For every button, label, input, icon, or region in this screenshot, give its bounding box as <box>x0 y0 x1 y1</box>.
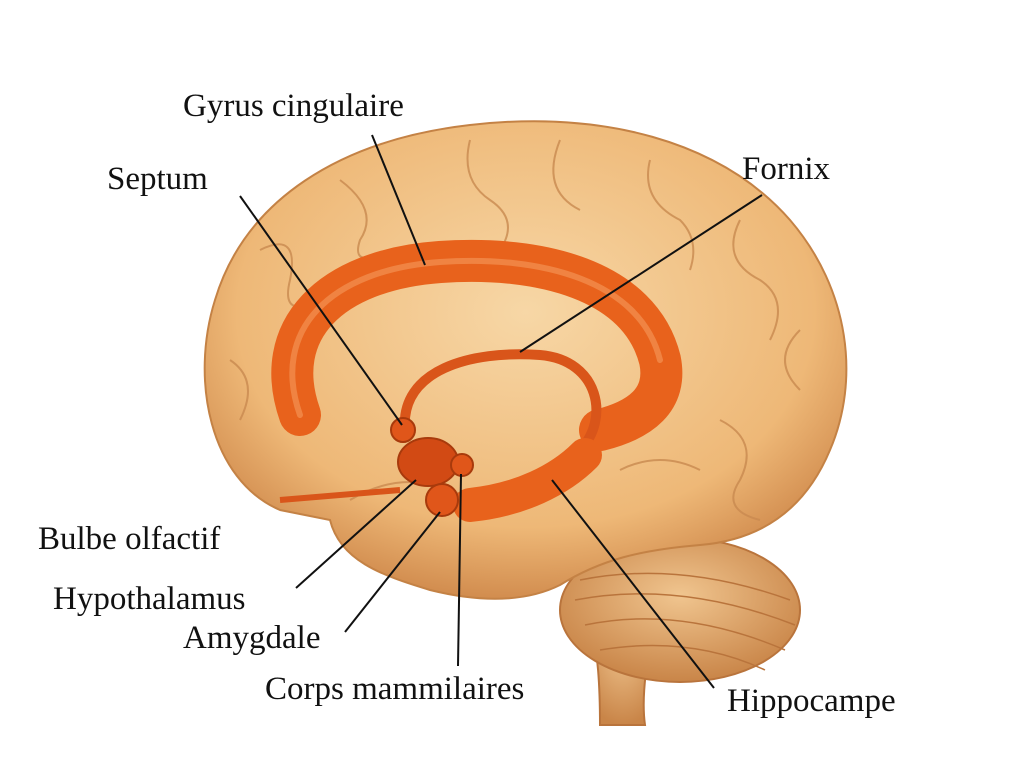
label-septum: Septum <box>107 161 208 197</box>
hypothalamus-structure <box>397 437 459 487</box>
amygdala-structure <box>425 483 459 517</box>
cingulate-gyrus <box>271 239 683 451</box>
label-corps-mammilaires: Corps mammilaires <box>265 671 525 707</box>
leader-lines <box>239 134 763 689</box>
label-hypothalamus: Hypothalamus <box>53 581 246 617</box>
label-amygdale: Amygdale <box>183 620 321 656</box>
hippocampus <box>453 438 602 522</box>
label-bulbe-olfactif: Bulbe olfactif <box>38 521 221 557</box>
label-hippocampe: Hippocampe <box>727 683 896 719</box>
septum-structure <box>390 417 416 443</box>
label-gyrus-cingulaire: Gyrus cingulaire <box>183 88 404 124</box>
mammillary-body <box>450 453 474 477</box>
fornix <box>399 349 602 454</box>
cerebrum <box>203 120 848 600</box>
label-fornix: Fornix <box>742 151 831 187</box>
olfactory-tract <box>279 487 401 503</box>
